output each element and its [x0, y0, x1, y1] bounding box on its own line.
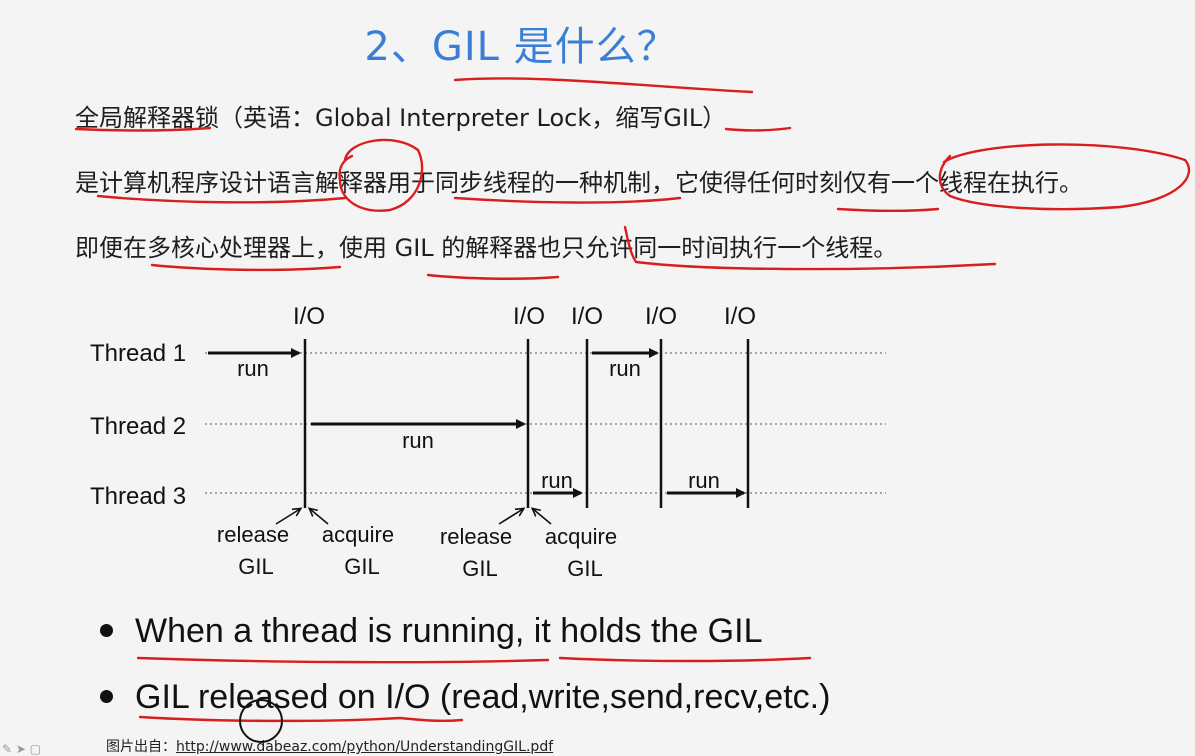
run-label-thread3-a: run [541, 468, 573, 493]
acquire-label-2: acquire [545, 524, 617, 549]
bullet-item-1: When a thread is running, it holds the G… [100, 612, 762, 651]
paragraph-gil-multicore: 即便在多核心处理器上，使用 GIL 的解释器也只允许同一时间执行一个线程。 [75, 234, 898, 262]
underline-any-time [836, 207, 940, 213]
io-label-1: I/O [293, 303, 325, 330]
release-label-2: release [440, 524, 512, 549]
slide-title: 2、GIL 是什么？ [364, 24, 678, 70]
release-label-1: release [217, 522, 289, 547]
bullet-dot-icon [100, 689, 113, 703]
pointer-tool-icon[interactable]: ➤ [15, 742, 26, 756]
source-prefix: 图片出自： [106, 739, 176, 755]
gil-thread-diagram: I/O I/O I/O I/O I/O Thread 1 Thread 2 Th… [90, 303, 886, 581]
release-pointer-1 [275, 509, 300, 525]
pen-tool-icon[interactable]: ✎ [2, 742, 13, 756]
bullet-text-1: When a thread is running, it holds the G… [135, 612, 763, 650]
release-gil-label-1: GIL [238, 554, 273, 579]
underline-gil-middle [426, 273, 560, 280]
acquire-gil-label-2: GIL [567, 556, 602, 581]
underline-multicore [150, 263, 342, 272]
acquire-pointer-2 [533, 509, 552, 525]
eraser-tool-icon[interactable]: ▢ [29, 742, 42, 756]
underline-gil-abbrev [724, 126, 792, 132]
run-label-thread3-b: run [688, 468, 720, 493]
underline-sync-mechanism [453, 196, 682, 204]
acquire-pointer-1 [310, 509, 329, 525]
underline-bullet1-b [558, 656, 812, 663]
release-gil-label-2: GIL [462, 556, 497, 581]
io-label-4: I/O [645, 303, 677, 330]
io-label-3: I/O [571, 303, 603, 330]
io-label-5: I/O [724, 303, 756, 330]
acquire-gil-label-1: GIL [344, 554, 379, 579]
bullet-text-2: GIL released on I/O (read,write,send,rec… [135, 678, 831, 716]
underline-bullet2 [138, 715, 464, 723]
title-underline [453, 77, 754, 94]
paragraph-gil-mechanism: 是计算机程序设计语言解释器用于同步线程的一种机制，它使得任何时刻仅有一个线程在执… [75, 169, 1083, 197]
paragraph-gil-definition: 全局解释器锁（英语：Global Interpreter Lock，缩写GIL） [75, 104, 727, 132]
acquire-label-1: acquire [322, 522, 394, 547]
release-pointer-2 [498, 509, 523, 525]
run-label-thread1-a: run [237, 356, 269, 381]
thread-label-2: Thread 2 [90, 413, 186, 440]
underline-bullet1-a [136, 656, 550, 664]
thread-label-1: Thread 1 [90, 340, 186, 367]
bullet-dot-icon [100, 623, 113, 637]
source-credit: 图片出自：http://www.dabeaz.com/python/Unders… [106, 736, 553, 756]
run-label-thread1-b: run [609, 356, 641, 381]
bullet-item-2: GIL released on I/O (read,write,send,rec… [100, 678, 830, 717]
run-label-thread2: run [402, 428, 434, 453]
io-label-2: I/O [513, 303, 545, 330]
annotation-toolbar: ✎ ➤ ▢ [2, 742, 41, 756]
thread-label-3: Thread 3 [90, 483, 186, 510]
source-link[interactable]: http://www.dabeaz.com/python/Understandi… [176, 739, 554, 755]
